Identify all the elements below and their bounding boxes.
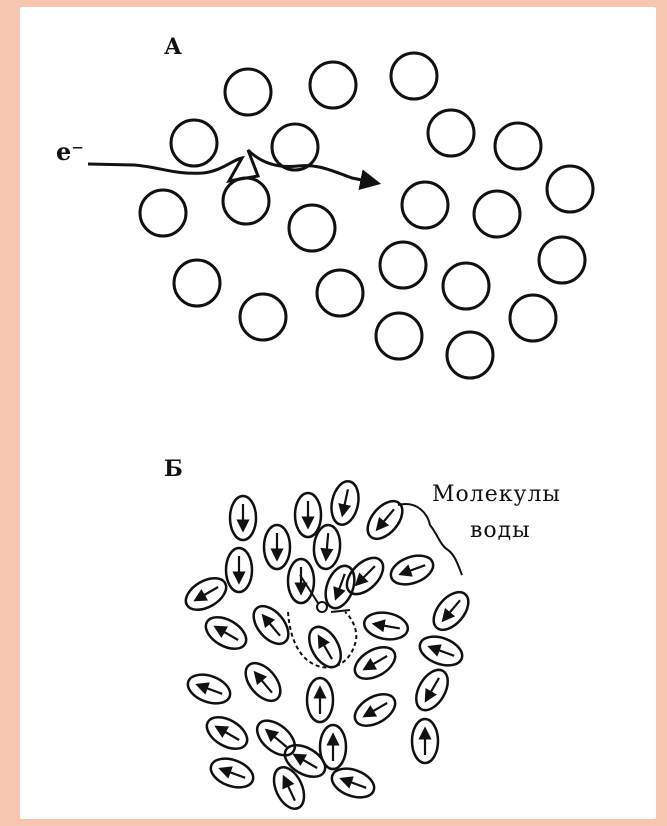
dipole-arrow-icon [374,624,400,629]
atom-7 [495,123,541,169]
atom-22 [447,332,493,378]
dipole-arrow-icon [267,730,287,747]
cavity-outline [288,612,356,668]
dipole-arrow-icon [357,566,375,584]
atom-3 [391,53,437,99]
atom-14 [539,237,585,283]
water-molecule-26 [251,714,301,762]
atom-10 [140,190,186,236]
water-molecule-29 [207,753,257,792]
water-molecule-9 [387,550,437,589]
electron-path [88,150,377,183]
water-molecule-11 [288,559,314,603]
atom-11 [289,205,335,251]
dipole-arrow-icon [263,616,280,636]
dipole-arrow-icon [401,565,425,574]
dipole-arrow-icon [196,587,219,600]
water-molecule-23 [349,688,400,733]
atom-13 [474,191,520,237]
dipole-arrow-icon [343,489,348,514]
panel-a: А e⁻ [56,34,593,378]
panel-b: Б Молекулы воды [164,456,561,813]
water-molecule-2 [295,493,321,537]
atom-19 [240,294,286,340]
atom-1 [225,69,271,115]
cavity-tick [331,610,350,612]
water-molecule-1 [230,496,256,540]
atom-15 [174,260,220,306]
dipole-arrow-icon [443,600,460,620]
panel-b-label: Б [164,456,183,482]
electron-dot-icon [317,602,327,612]
dipole-arrow-icon [319,637,332,660]
water-molecule-20 [184,669,234,708]
dipole-arrow-icon [255,673,272,693]
dipole-arrow-icon [217,727,240,740]
dipole-arrow-icon [216,627,239,640]
water-molecule-5 [264,525,290,569]
water-molecule-25 [201,711,252,756]
water-molecule-10 [180,572,231,617]
dipole-arrow-icon [295,755,318,768]
atom-2 [310,62,356,108]
atom-4 [171,120,217,166]
water-molecule-22 [307,678,333,722]
water-molecule-3 [328,479,363,527]
water-molecule-group [180,479,475,814]
atom-17 [380,242,426,288]
dipole-arrow-icon [377,509,394,529]
water-molecule-17 [303,621,348,672]
water-molecule-8 [340,551,389,600]
dipole-arrow-icon [342,779,366,788]
atom-16 [317,270,363,316]
water-label-line2: воды [470,518,531,543]
solvated-electron [288,575,356,668]
atom-group [140,53,593,378]
atom-9 [223,178,269,224]
atom-5 [272,124,318,170]
water-molecule-4 [361,495,409,545]
electron-label: e⁻ [56,137,84,166]
dipole-arrow-icon [365,703,388,716]
dipole-arrow-icon [426,678,439,701]
water-molecule-16 [362,609,410,642]
water-molecule-24 [410,664,455,715]
dipole-arrow-icon [430,647,454,656]
water-molecule-14 [200,611,251,656]
water-label-bracket [398,504,462,575]
water-molecule-30 [268,763,310,814]
water-molecule-21 [239,657,287,707]
water-molecule-7 [226,548,252,592]
dipole-arrow-icon [365,656,388,669]
water-molecule-15 [247,600,295,650]
water-label-line1: Молекулы [432,482,561,507]
water-molecule-19 [416,631,466,670]
dipole-arrow-icon [221,769,245,778]
atom-12 [402,182,448,228]
dipole-arrow-icon [326,533,328,559]
water-molecule-13 [427,586,475,636]
atom-21 [376,313,422,359]
atom-8 [547,166,593,212]
dipole-arrow-icon [284,777,295,801]
dipole-arrow-icon [336,574,345,598]
atom-18 [443,263,489,309]
atom-6 [428,110,474,156]
water-molecule-18 [349,641,400,686]
dipole-arrow-icon [198,685,222,694]
water-molecule-28 [412,719,438,763]
water-molecule-32 [279,739,330,784]
panel-a-label: А [164,34,182,60]
atom-20 [510,295,556,341]
